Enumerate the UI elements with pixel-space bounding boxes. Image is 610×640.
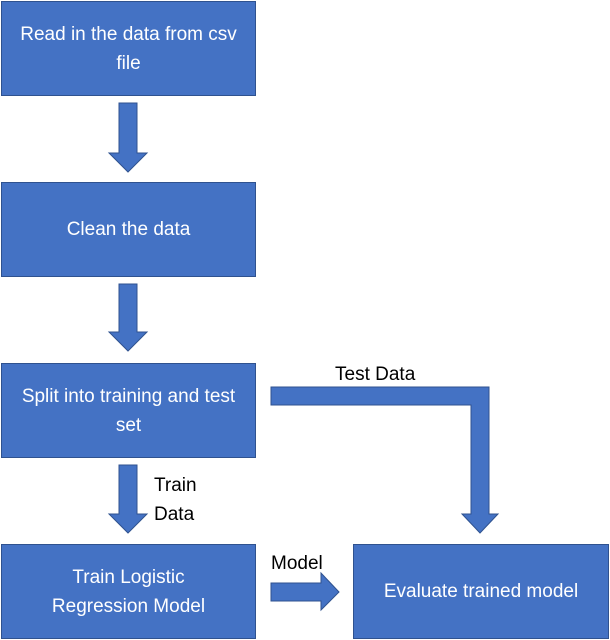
model-edge-label: Model (271, 553, 323, 574)
arrow-split-to-train (107, 464, 149, 534)
clean-data-label: Clean the data (66, 219, 191, 240)
arrow-clean-to-split (107, 283, 149, 352)
test-data-edge-label: Test Data (335, 364, 416, 385)
read-data-step: Read in the data from csv file (1, 1, 256, 96)
split-data-step: Split into training and test set (1, 363, 256, 458)
split-data-label: Split into training and test set (21, 385, 236, 436)
arrow-split-to-evaluate (270, 386, 500, 534)
train-data-edge-label: Train Data (154, 475, 197, 525)
clean-data-step: Clean the data (1, 182, 256, 277)
arrow-read-to-clean (107, 102, 149, 173)
evaluate-model-label: Evaluate trained model (383, 581, 579, 602)
train-model-step: Train Logistic Regression Model (1, 544, 256, 639)
evaluate-model-step: Evaluate trained model (353, 544, 609, 639)
arrow-train-to-evaluate (270, 571, 340, 612)
read-data-label: Read in the data from csv file (20, 23, 237, 74)
train-model-label: Train Logistic Regression Model (51, 566, 206, 617)
